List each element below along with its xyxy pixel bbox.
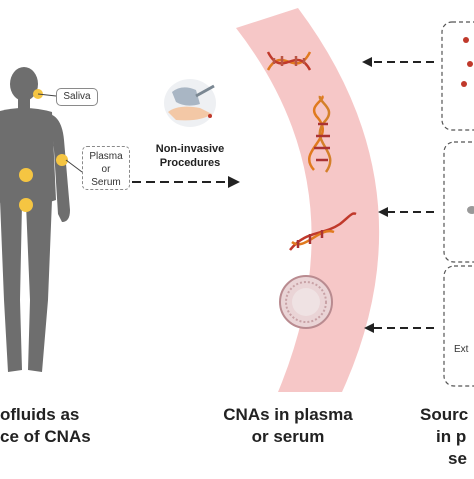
plasma-connector <box>65 159 83 173</box>
source-arrows <box>362 57 434 333</box>
middle-caption-line1: CNAs in plasma <box>223 405 353 424</box>
middle-caption: CNAs in plasma or serum <box>218 404 358 448</box>
source-box-1 <box>441 21 474 131</box>
saliva-label-text: Saliva <box>63 91 91 102</box>
vesicle-icon <box>279 275 333 329</box>
abdomen-spot <box>19 198 33 212</box>
left-caption-line2: ce of CNAs <box>0 427 91 446</box>
cna-band <box>236 8 380 392</box>
left-caption-line1: ofluids as <box>0 405 80 424</box>
left-caption: ofluids as ce of CNAs <box>0 404 91 448</box>
dna-helix-1-icon <box>266 51 312 71</box>
saliva-label: Saliva <box>56 88 98 106</box>
right-caption-line1: Sourc <box>420 405 469 424</box>
human-body-silhouette <box>0 67 70 372</box>
procedure-label: Non-invasive Procedures <box>148 142 232 170</box>
plasma-label-line2: or <box>101 164 111 175</box>
plasma-serum-label: Plasma or Serum <box>82 146 130 190</box>
dna-helix-2-icon <box>308 95 332 173</box>
biofluid-spots <box>19 89 68 212</box>
procedure-arrow-head <box>228 176 240 188</box>
source-box-2 <box>443 141 474 263</box>
blood-draw-icon <box>164 79 216 127</box>
right-caption-line3: se <box>448 449 467 468</box>
plasma-label-line3: Serum <box>91 177 121 188</box>
saliva-connector <box>37 93 57 97</box>
arm-spot <box>56 154 68 166</box>
procedure-line1: Non-invasive <box>155 143 225 155</box>
rna-strand-icon <box>289 212 357 251</box>
source-box-marks <box>461 37 474 214</box>
right-caption: Sourc in p se <box>420 404 474 470</box>
ext-label: Ext <box>454 344 469 355</box>
middle-caption-line2: or serum <box>251 427 325 446</box>
right-caption-line2: in p <box>436 427 467 446</box>
chest-spot <box>19 168 33 182</box>
source-boxes <box>441 21 474 387</box>
source-box-3 <box>443 265 474 387</box>
plasma-label-line1: Plasma <box>89 151 123 162</box>
procedure-line2: Procedures <box>159 157 221 169</box>
